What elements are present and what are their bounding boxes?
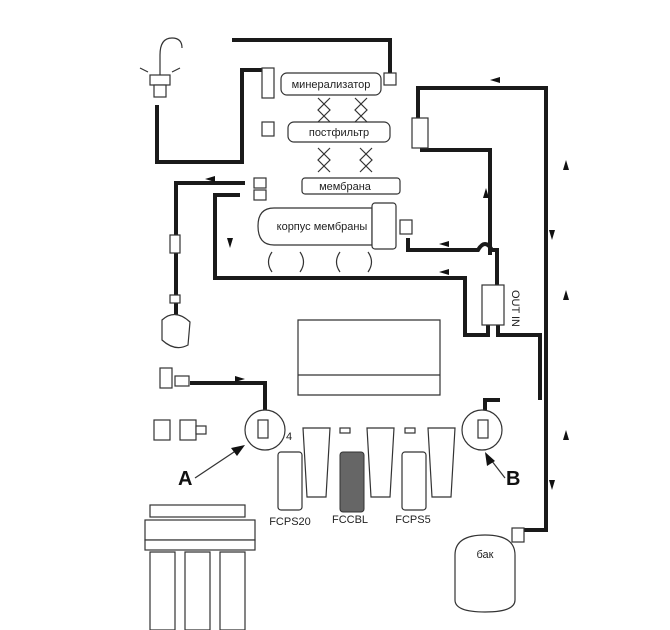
- tubing: [155, 38, 548, 532]
- tank-label: бак: [477, 549, 494, 561]
- mounting-bracket: [297, 319, 441, 396]
- ro-system-unit: [144, 504, 256, 630]
- cartridges: FCPS20 FCCBL FCPS5: [269, 451, 431, 528]
- cartridge-label-fccbl: FCCBL: [332, 514, 368, 526]
- arrow-icon: [483, 188, 489, 198]
- mineralizer-cartridge: минерализатор: [261, 67, 397, 99]
- cartridge-label-fcps20: FCPS20: [269, 516, 311, 528]
- arrow-icon: [205, 176, 215, 182]
- restrictor-in-label: IN: [509, 316, 521, 327]
- restrictor-out-label: OUT: [509, 290, 521, 314]
- arrow-icon: [227, 238, 233, 248]
- mineralizer-label: минерализатор: [292, 79, 371, 91]
- arrow-icon: [235, 376, 245, 382]
- arrow-icon: [490, 77, 500, 83]
- membrane-housing-label: корпус мембраны: [277, 221, 368, 233]
- arrow-icon: [563, 430, 569, 440]
- arrow-icon: [549, 480, 555, 490]
- filter-housings: 4: [286, 427, 456, 498]
- arrow-icon: [563, 160, 569, 170]
- callout-a: A: [178, 409, 286, 490]
- postfilter-label: постфильтр: [309, 127, 369, 139]
- arrow-icon: [549, 230, 555, 240]
- storage-tank: бак: [454, 527, 525, 613]
- arrow-icon: [439, 269, 449, 275]
- faucet-icon: [139, 37, 183, 98]
- feed-valve-icon: [153, 367, 207, 441]
- membrane-label: мембрана: [319, 181, 372, 193]
- flow-restrictor: OUT IN: [481, 284, 521, 327]
- callout-b: B: [461, 409, 520, 490]
- callout-b-label: B: [506, 468, 520, 490]
- postfilter-cartridge: постфильтр: [261, 117, 429, 149]
- arrow-icon: [439, 241, 449, 247]
- cartridge-label-fcps5: FCPS5: [395, 514, 430, 526]
- arrow-icon: [563, 290, 569, 300]
- drain-saddle-icon: [161, 234, 191, 349]
- membrane-housing: корпус мембраны: [257, 202, 413, 273]
- callout-a-label: A: [178, 468, 192, 490]
- flow-arrows: [205, 77, 569, 490]
- membrane-element: мембрана: [253, 177, 401, 201]
- housing-number: 4: [286, 431, 292, 443]
- mounting-clips: [317, 97, 373, 173]
